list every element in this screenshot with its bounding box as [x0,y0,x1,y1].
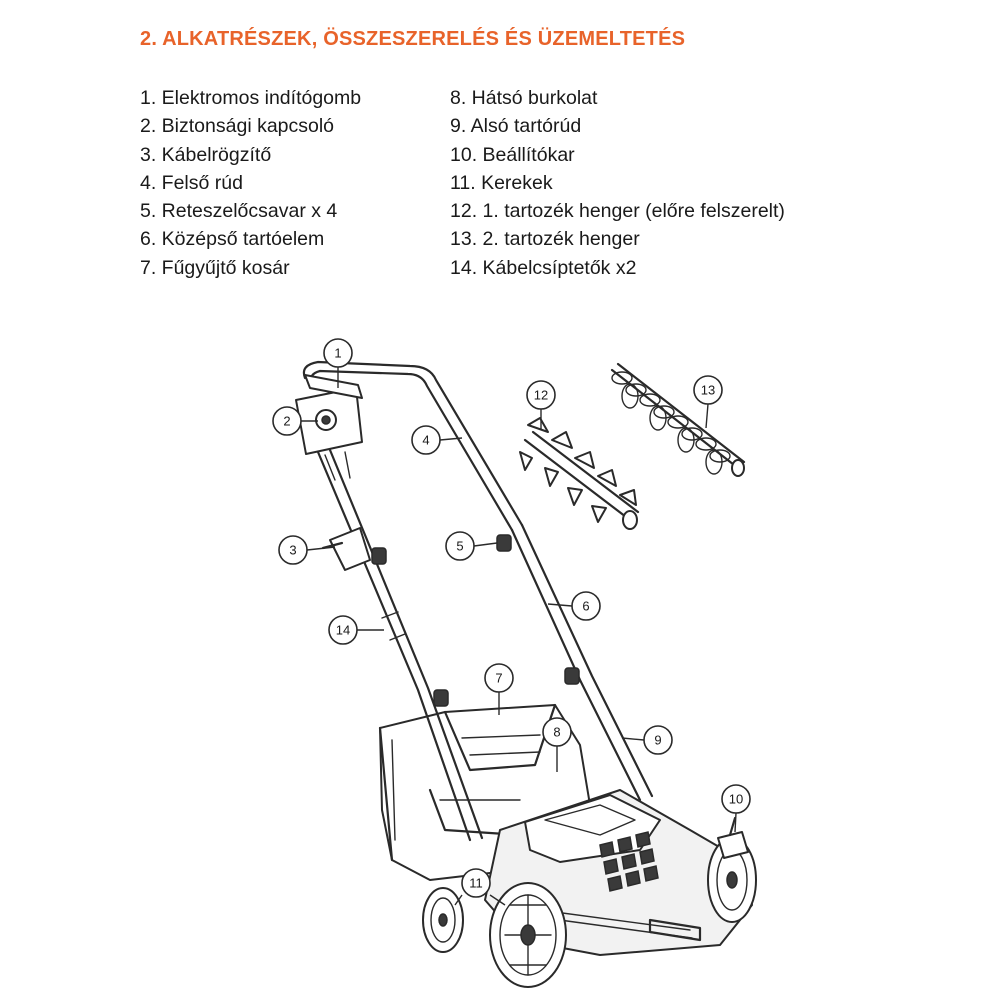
part-item: 14. Kábelcsíptetők x2 [450,254,785,282]
svg-text:5: 5 [456,539,463,554]
parts-list-right: 8. Hátsó burkolat 9. Alsó tartórúd 10. B… [450,84,785,282]
svg-text:4: 4 [422,433,429,448]
svg-text:6: 6 [582,599,589,614]
svg-text:14: 14 [336,623,350,638]
section-heading: 2. ALKATRÉSZEK, ÖSSZESZERELÉS ÉS ÜZEMELT… [140,28,685,51]
part-item: 5. Reteszelőcsavar x 4 [140,197,361,225]
svg-text:7: 7 [495,671,502,686]
part-item: 7. Fűgyűjtő kosár [140,254,361,282]
svg-text:3: 3 [289,543,296,558]
callout-4: 4 [412,426,462,454]
part-item: 3. Kábelrögzítő [140,141,361,169]
locking-knobs [372,535,579,706]
scarifier-parts-diagram: 1 2 3 4 5 6 7 8 9 10 11 12 [0,320,1000,1000]
part-item: 13. 2. tartozék henger [450,225,785,253]
switch-box [296,375,362,480]
callout-14: 14 [329,616,384,644]
callout-10: 10 [722,785,750,832]
svg-text:11: 11 [469,876,483,891]
svg-text:10: 10 [729,792,743,807]
roller-12 [520,418,638,529]
svg-text:9: 9 [654,733,661,748]
part-item: 6. Középső tartóelem [140,225,361,253]
callout-5: 5 [446,532,497,560]
parts-list-left: 1. Elektromos indítógomb 2. Biztonsági k… [140,84,361,282]
svg-text:12: 12 [534,388,548,403]
part-item: 2. Biztonsági kapcsoló [140,112,361,140]
part-item: 8. Hátsó burkolat [450,84,785,112]
part-item: 11. Kerekek [450,169,785,197]
part-item: 9. Alsó tartórúd [450,112,785,140]
height-adjust-lever [718,818,748,858]
cable-clamp [323,528,370,570]
part-item: 12. 1. tartozék henger (előre felszerelt… [450,197,785,225]
part-item: 10. Beállítókar [450,141,785,169]
svg-text:2: 2 [283,414,290,429]
roller-13 [612,364,744,476]
callout-3: 3 [279,536,335,564]
part-item: 4. Felső rúd [140,169,361,197]
svg-text:1: 1 [334,346,341,361]
svg-text:13: 13 [701,383,715,398]
front-left-wheel [490,883,566,987]
callout-13: 13 [694,376,722,428]
rear-left-wheel [423,888,463,952]
part-item: 1. Elektromos indítógomb [140,84,361,112]
svg-text:8: 8 [553,725,560,740]
